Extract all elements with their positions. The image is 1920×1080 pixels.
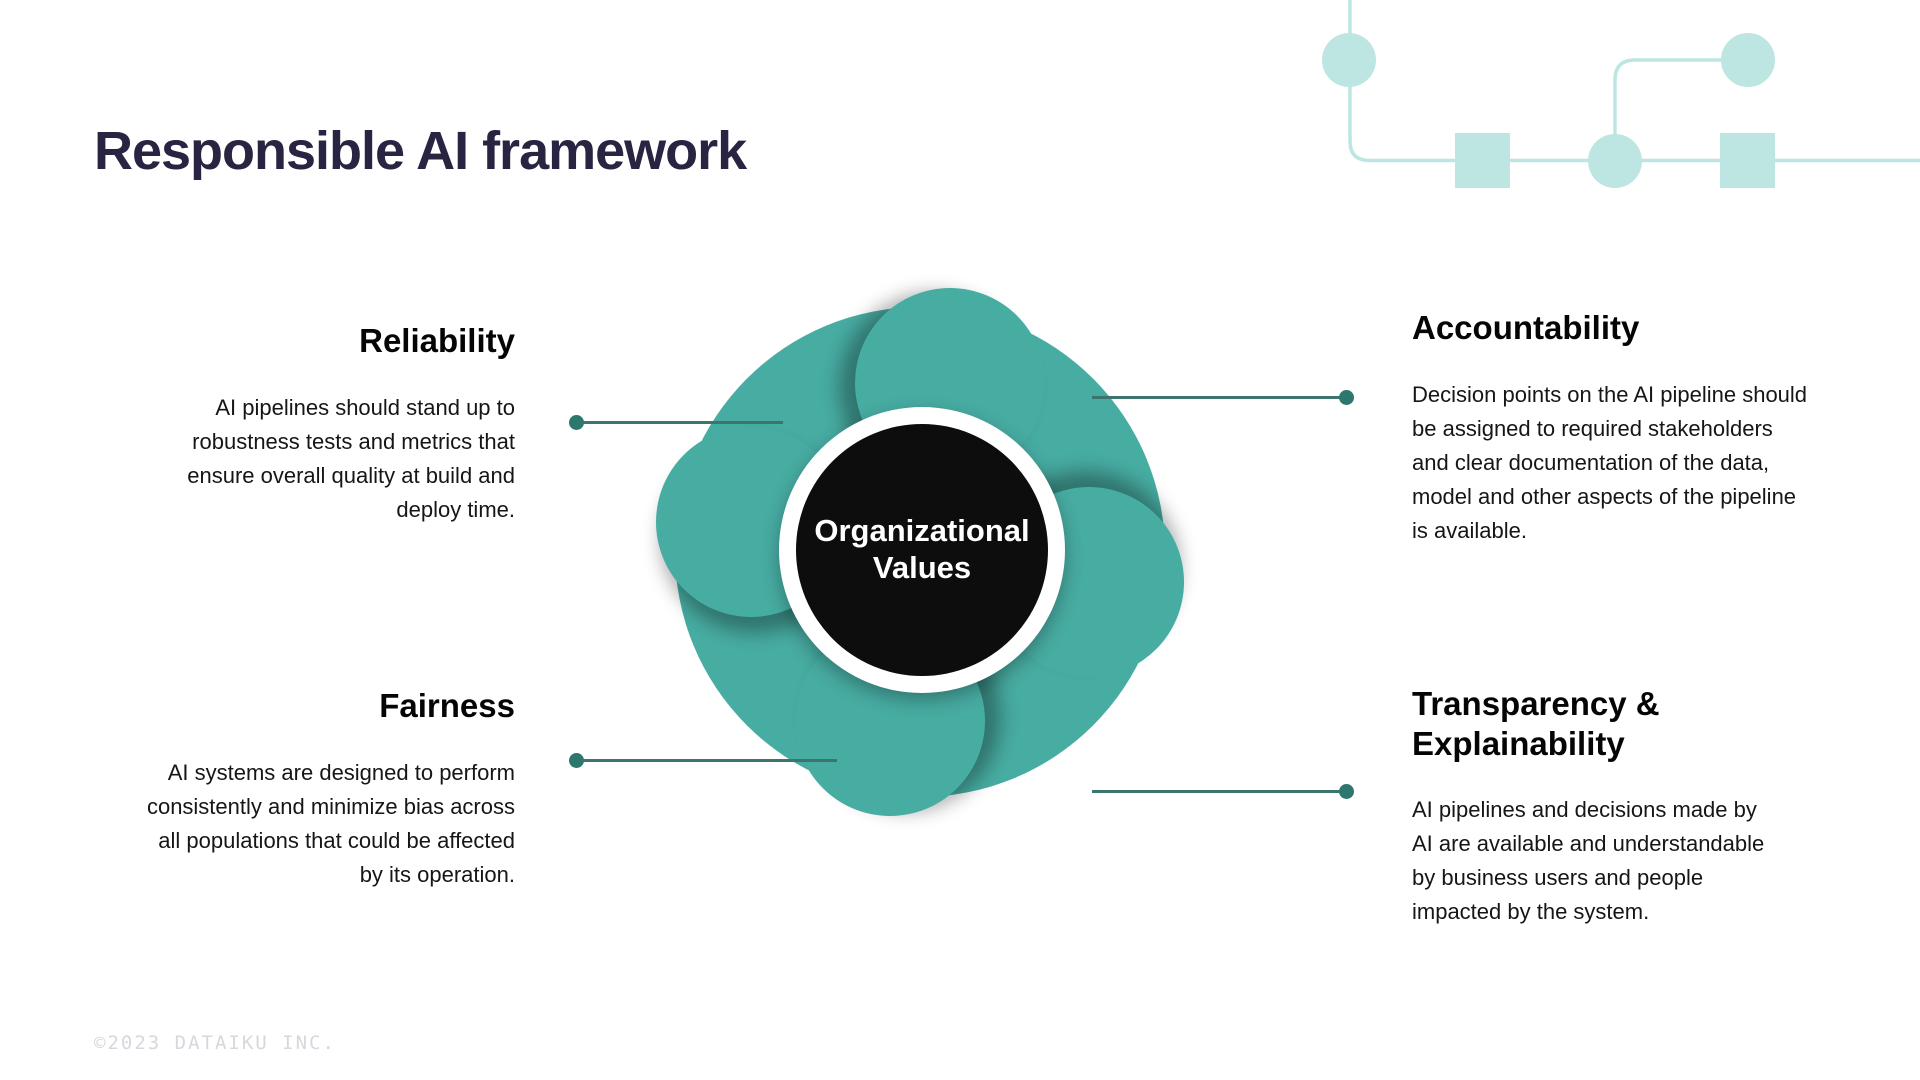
pipeline-node-square <box>1720 133 1775 188</box>
item-transparency: Transparency & Explainability AI pipelin… <box>1412 684 1782 929</box>
connector-line-reliability <box>577 421 783 424</box>
pipeline-decoration-graphic <box>1322 0 1920 188</box>
pipeline-flow-lines <box>1348 0 1920 163</box>
item-transparency-title: Transparency & Explainability <box>1412 685 1660 762</box>
page-title: Responsible AI framework <box>94 121 747 182</box>
center-label: Organizational Values <box>814 513 1030 585</box>
donut-inner-ring: Organizational Values <box>779 407 1065 693</box>
item-fairness-title: Fairness <box>379 687 515 724</box>
pipeline-node-circle <box>1721 33 1775 87</box>
connector-dot-accountability <box>1339 390 1354 405</box>
item-fairness: Fairness AI systems are designed to perf… <box>135 686 515 892</box>
center-circle: Organizational Values <box>796 424 1048 676</box>
item-transparency-body: AI pipelines and decisions made by AI ar… <box>1412 797 1765 925</box>
pipeline-node-square <box>1455 133 1510 188</box>
item-accountability-title: Accountability <box>1412 309 1640 346</box>
connector-line-transparency <box>1092 790 1347 793</box>
item-accountability: Accountability Decision points on the AI… <box>1412 308 1812 548</box>
connector-dot-reliability <box>569 415 584 430</box>
item-reliability-title: Reliability <box>359 322 515 359</box>
connector-line-accountability <box>1092 396 1347 399</box>
copyright-footer: ©2023 DATAIKU INC. <box>94 1032 336 1054</box>
connector-dot-transparency <box>1339 784 1354 799</box>
item-reliability: Reliability AI pipelines should stand up… <box>135 321 515 527</box>
connector-line-fairness <box>577 759 837 762</box>
connector-dot-fairness <box>569 753 584 768</box>
item-fairness-body: AI systems are designed to perform consi… <box>146 759 515 887</box>
pipeline-node-circle <box>1322 33 1376 87</box>
item-reliability-body: AI pipelines should stand up to robustne… <box>187 394 515 522</box>
pipeline-node-circle <box>1588 134 1642 188</box>
item-accountability-body: Decision points on the AI pipeline shoul… <box>1412 381 1808 543</box>
